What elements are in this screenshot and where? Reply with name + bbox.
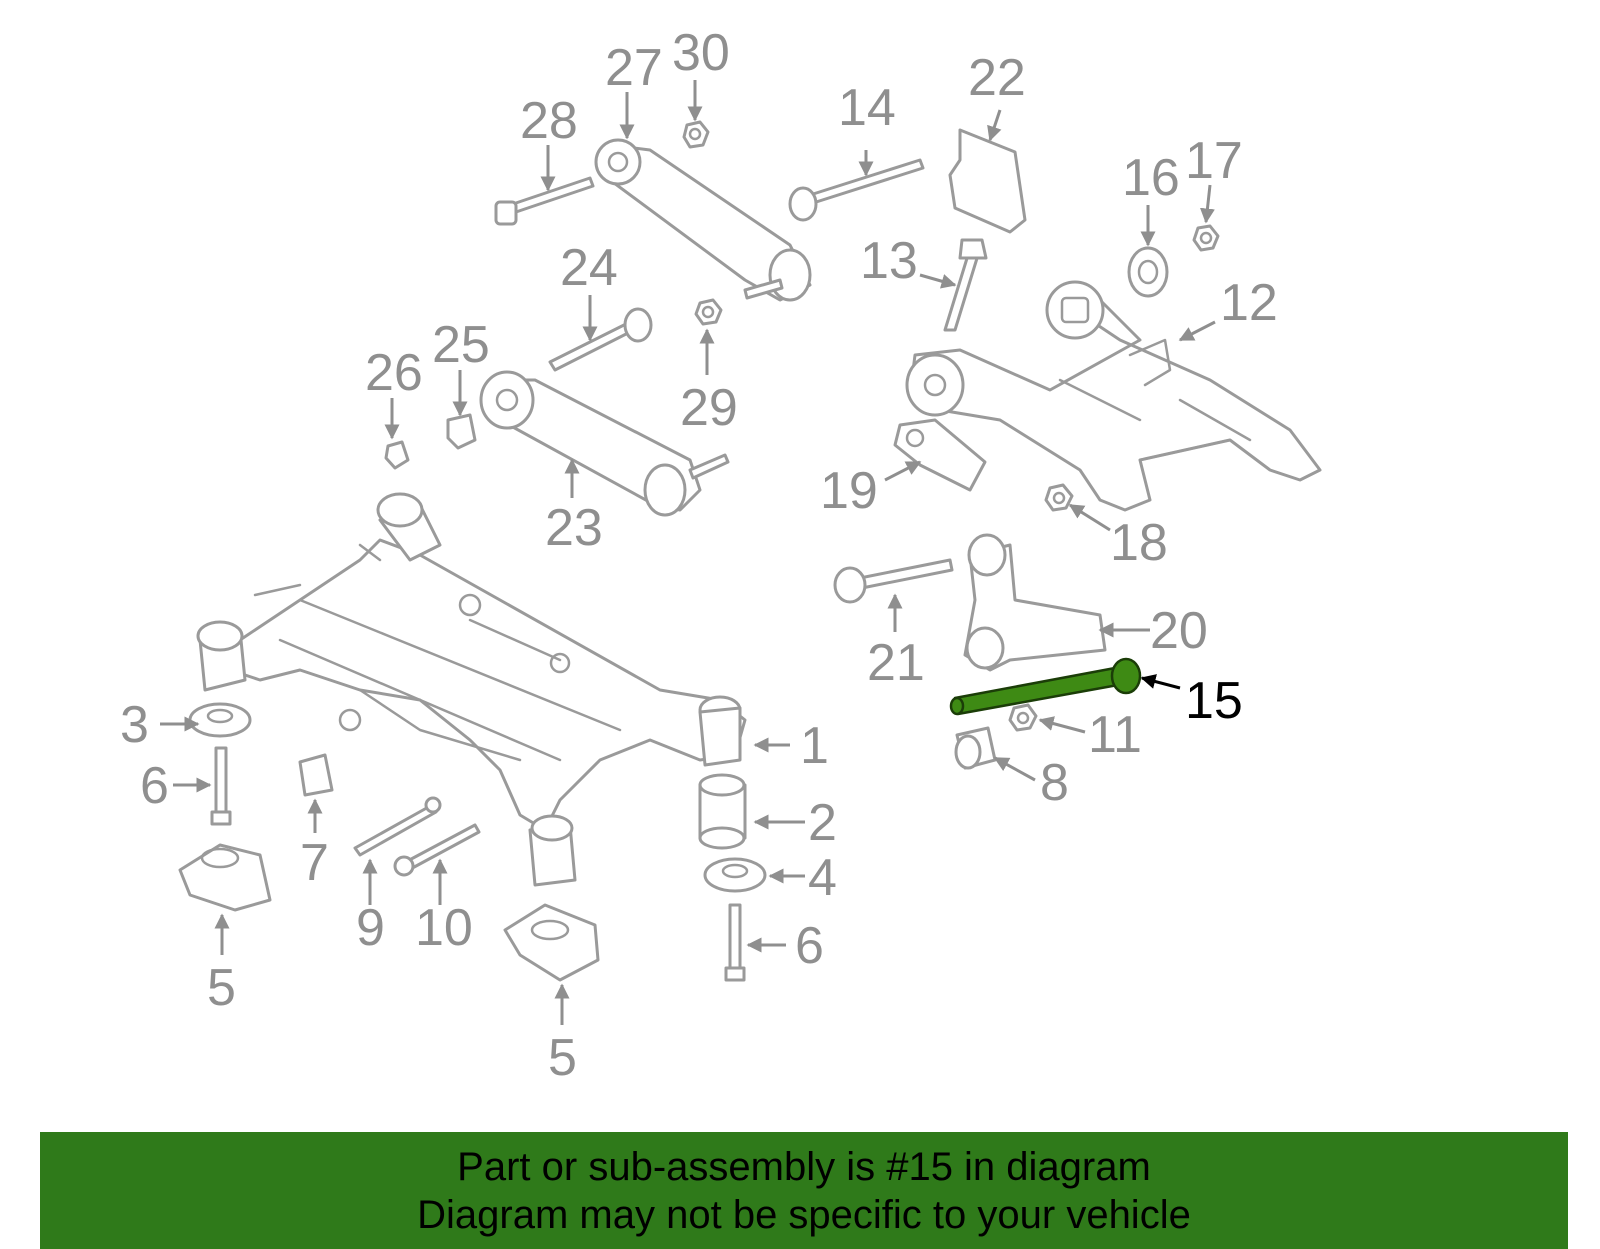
bushing-8[interactable] bbox=[954, 726, 997, 770]
bushing-7[interactable] bbox=[298, 753, 334, 797]
label-28: 28 bbox=[520, 92, 578, 150]
label-30: 30 bbox=[672, 24, 730, 82]
bolt-14[interactable] bbox=[788, 158, 925, 222]
control-arm-27[interactable] bbox=[594, 138, 812, 302]
bolt-13[interactable] bbox=[943, 238, 988, 332]
label-14: 14 bbox=[838, 79, 896, 137]
nut-30[interactable] bbox=[682, 120, 710, 149]
bracket-22[interactable] bbox=[948, 128, 1027, 234]
washer-4[interactable] bbox=[703, 857, 767, 893]
mount-5-bottom[interactable] bbox=[503, 903, 600, 982]
bolt-6-right[interactable] bbox=[724, 903, 746, 982]
label-5-bottom: 5 bbox=[548, 1029, 577, 1087]
label-12: 12 bbox=[1220, 274, 1278, 332]
label-17: 17 bbox=[1185, 132, 1243, 190]
label-19: 19 bbox=[820, 462, 878, 520]
bolt-15-highlighted[interactable] bbox=[949, 657, 1142, 716]
footer-line-2: Diagram may not be specific to your vehi… bbox=[417, 1193, 1191, 1237]
label-29: 29 bbox=[680, 379, 738, 437]
label-13: 13 bbox=[860, 232, 918, 290]
subframe-part[interactable] bbox=[196, 492, 747, 887]
label-5-left: 5 bbox=[207, 959, 236, 1017]
nut-18[interactable] bbox=[1044, 483, 1074, 512]
label-27: 27 bbox=[605, 39, 663, 97]
label-11: 11 bbox=[1088, 706, 1142, 764]
label-25: 25 bbox=[432, 316, 490, 374]
label-15-highlighted: 15 bbox=[1185, 672, 1243, 730]
label-6-left: 6 bbox=[140, 757, 169, 815]
label-22: 22 bbox=[968, 49, 1026, 107]
nut-29[interactable] bbox=[694, 298, 723, 326]
label-10: 10 bbox=[415, 899, 473, 957]
bolt-28[interactable] bbox=[494, 176, 595, 226]
bolt-10[interactable] bbox=[393, 823, 481, 877]
label-8: 8 bbox=[1040, 754, 1069, 812]
label-4: 4 bbox=[808, 849, 837, 907]
label-6-right: 6 bbox=[795, 917, 824, 975]
label-1: 1 bbox=[800, 717, 829, 775]
bushing-2[interactable] bbox=[698, 773, 747, 850]
leader-arrows bbox=[160, 80, 1216, 1025]
bolt-21[interactable] bbox=[833, 558, 954, 604]
label-2: 2 bbox=[808, 794, 837, 852]
bolt-6-left[interactable] bbox=[210, 746, 232, 826]
label-23: 23 bbox=[545, 499, 603, 557]
nut-26[interactable] bbox=[384, 440, 410, 470]
label-18: 18 bbox=[1110, 514, 1168, 572]
footer-banner: Part or sub-assembly is #15 in diagram D… bbox=[40, 1132, 1568, 1249]
bolt-24[interactable] bbox=[548, 307, 653, 372]
label-21: 21 bbox=[867, 634, 925, 692]
bracket-19[interactable] bbox=[893, 418, 987, 492]
part-number-labels: 1 2 3 4 5 5 6 6 7 8 9 10 11 12 13 14 15 … bbox=[120, 24, 1278, 1087]
mount-5-left[interactable] bbox=[178, 843, 272, 912]
label-16: 16 bbox=[1122, 149, 1180, 207]
footer-line-1: Part or sub-assembly is #15 in diagram bbox=[457, 1145, 1151, 1189]
label-3: 3 bbox=[120, 696, 149, 754]
washer-3[interactable] bbox=[188, 702, 252, 738]
label-7: 7 bbox=[300, 834, 329, 892]
nut-17[interactable] bbox=[1192, 224, 1220, 252]
control-arm-23[interactable] bbox=[479, 370, 730, 517]
label-26: 26 bbox=[365, 344, 423, 402]
bolt-9[interactable] bbox=[353, 796, 442, 857]
bushing-25[interactable] bbox=[446, 413, 477, 450]
label-9: 9 bbox=[356, 899, 385, 957]
washer-16[interactable] bbox=[1127, 246, 1169, 298]
nut-11[interactable] bbox=[1008, 703, 1038, 732]
trailing-arm-12[interactable] bbox=[905, 280, 1322, 512]
label-24: 24 bbox=[560, 239, 618, 297]
link-20[interactable] bbox=[963, 533, 1107, 672]
label-20: 20 bbox=[1150, 602, 1208, 660]
